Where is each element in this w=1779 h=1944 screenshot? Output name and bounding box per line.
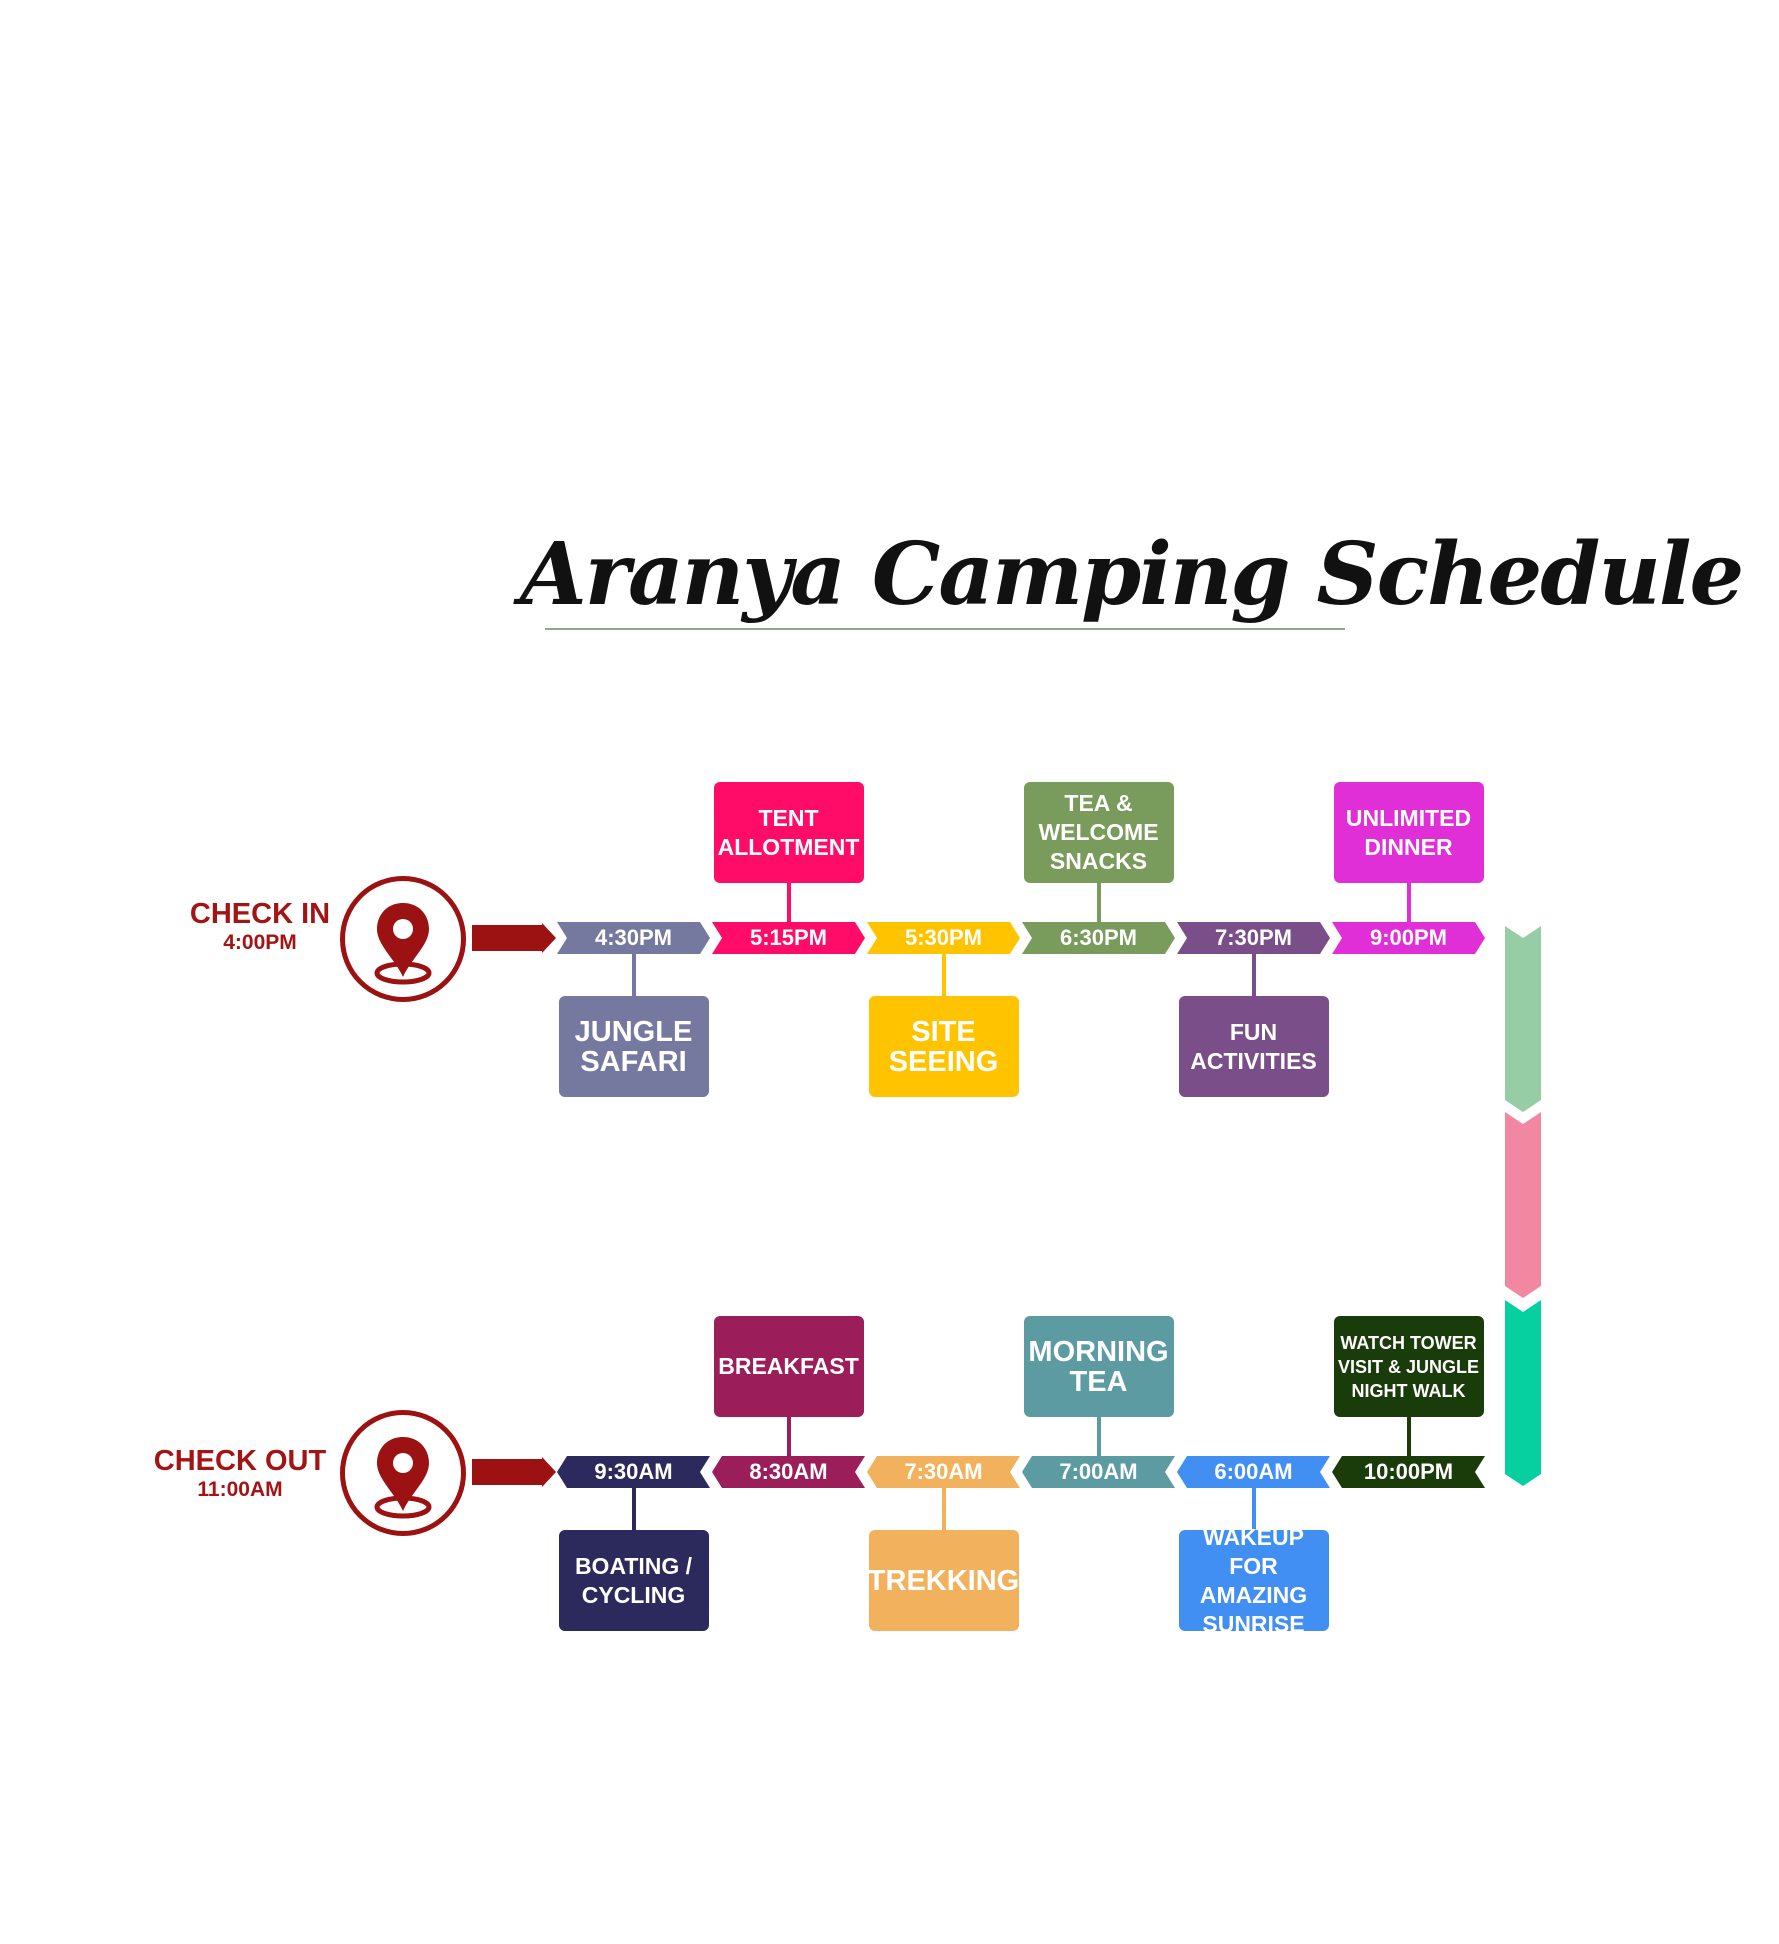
activity-box: WATCH TOWER VISIT & JUNGLE NIGHT WALK: [1333, 1316, 1484, 1417]
activity-box: JUNGLE SAFARI: [558, 996, 709, 1097]
time-segment: 10:00PM: [1332, 1456, 1485, 1488]
time-segment: 6:00AM: [1177, 1456, 1330, 1488]
location-pin-icon: [374, 1437, 432, 1519]
time-segment: 9:30AM: [557, 1456, 710, 1488]
activity-stem: [1251, 954, 1256, 996]
time-segment: 7:30PM: [1177, 922, 1330, 954]
time-segment: 7:00AM: [1022, 1456, 1175, 1488]
activity-stem: [941, 1488, 946, 1530]
activity-box: BOATING / CYCLING: [558, 1530, 709, 1631]
time-segment: 5:15PM: [712, 922, 865, 954]
check-out-connector-tip: [542, 1457, 556, 1487]
activity-stem: [1096, 1417, 1101, 1456]
side-chevron-segment: [1505, 1300, 1541, 1486]
activity-stem: [786, 883, 791, 922]
activity-stem: [941, 954, 946, 996]
activity-box: BREAKFAST: [713, 1316, 864, 1417]
check-out-text: CHECK OUT: [153, 1445, 327, 1477]
activity-box: SITE SEEING: [868, 996, 1019, 1097]
check-out-pin: [340, 1410, 466, 1536]
activity-box: TREKKING: [868, 1530, 1019, 1631]
activity-box: TENT ALLOTMENT: [713, 782, 864, 883]
time-segment: 4:30PM: [557, 922, 710, 954]
check-out-time: 11:00AM: [197, 1478, 283, 1501]
activity-stem: [631, 1488, 636, 1530]
activity-box: FUN ACTIVITIES: [1178, 996, 1329, 1097]
check-in-text: CHECK IN: [189, 898, 331, 930]
check-in-time: 4:00PM: [223, 931, 297, 954]
side-chevron-segment: [1505, 926, 1541, 1112]
time-segment: 7:30AM: [867, 1456, 1020, 1488]
side-chevron-segment: [1505, 1112, 1541, 1298]
time-segment: 5:30PM: [867, 922, 1020, 954]
check-out-connector: [472, 1459, 542, 1485]
activity-stem: [1251, 1488, 1256, 1530]
location-pin-icon: [374, 903, 432, 985]
activity-box: MORNING TEA: [1023, 1316, 1174, 1417]
time-segment: 6:30PM: [1022, 922, 1175, 954]
check-in-pin: [340, 876, 466, 1002]
check-in-connector: [472, 925, 542, 951]
activity-stem: [1096, 883, 1101, 922]
activity-stem: [1406, 883, 1411, 922]
time-segment: 9:00PM: [1332, 922, 1485, 954]
activity-stem: [1406, 1417, 1411, 1456]
page-title: Aranya Camping Schedule: [520, 524, 1744, 625]
title-underline: [545, 628, 1345, 630]
activity-stem: [631, 954, 636, 996]
check-out-label: CHECK OUT 11:00AM: [130, 1445, 350, 1503]
activity-box: UNLIMITED DINNER: [1333, 782, 1484, 883]
activity-box: WAKEUP FOR AMAZING SUNRISE: [1178, 1524, 1329, 1637]
time-segment: 8:30AM: [712, 1456, 865, 1488]
check-in-label: CHECK IN 4:00PM: [170, 898, 350, 956]
check-in-connector-tip: [542, 923, 556, 953]
activity-box: TEA & WELCOME SNACKS: [1023, 782, 1174, 883]
activity-stem: [786, 1417, 791, 1456]
